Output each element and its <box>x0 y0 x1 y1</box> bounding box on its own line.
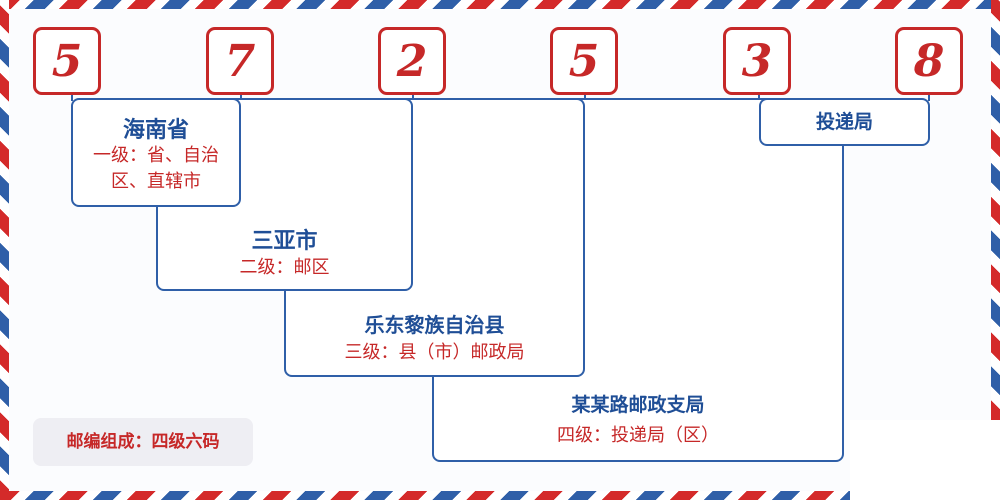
airmail-border-left <box>0 0 9 500</box>
postcode-digit-4: 5 <box>550 27 618 95</box>
level-1-desc: 一级：省、自治区、直辖市 <box>93 145 219 192</box>
level-4-name: 某某路邮政支局 <box>571 394 705 416</box>
delivery-name: 投递局 <box>815 111 873 133</box>
airmail-border-right <box>991 0 1000 420</box>
airmail-border-top <box>0 0 1000 9</box>
level-1-name: 海南省 <box>122 117 189 143</box>
level-4-desc: 四级：投递局（区） <box>557 425 719 446</box>
level-3-name: 乐东黎族自治县 <box>364 313 505 337</box>
postcode-digit-1: 5 <box>33 27 101 95</box>
legend-badge: 邮编组成：四级六码 <box>33 418 253 466</box>
corner-patch <box>850 420 1000 500</box>
postcode-digit-6: 8 <box>895 27 963 95</box>
postcode-digit-3: 2 <box>378 27 446 95</box>
level-2-name: 三亚市 <box>251 228 318 254</box>
airmail-border-bottom <box>0 491 1000 500</box>
postcode-digit-5: 3 <box>723 27 791 95</box>
postcode-digit-2: 7 <box>206 27 274 95</box>
level-1-box: 海南省 一级：省、自治区、直辖市 <box>71 98 241 207</box>
level-4-box: 某某路邮政支局 四级：投递局（区） <box>432 98 844 462</box>
delivery-box: 投递局 <box>759 98 930 146</box>
level-2-desc: 二级：邮区 <box>239 257 330 278</box>
level-3-desc: 三级：县（市）邮政局 <box>344 342 525 363</box>
